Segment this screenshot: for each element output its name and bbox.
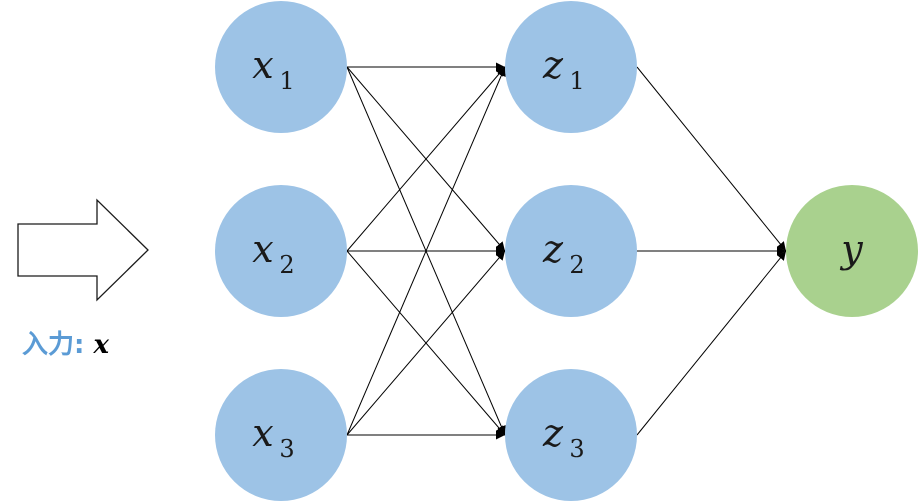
- node-circle-x1: [215, 1, 347, 133]
- node-subscript-z2: 2: [569, 251, 584, 279]
- node-subscript-x3: 3: [279, 435, 294, 463]
- edge-x2-z1: [346, 66, 506, 252]
- node-label-y: y: [839, 227, 863, 271]
- input-arrow-icon: [17, 198, 149, 302]
- node-circle-z3: [505, 369, 637, 501]
- node-label-x1: x: [252, 43, 273, 87]
- node-circle-x3: [215, 369, 347, 501]
- node-label-x3: x: [252, 411, 273, 455]
- node-subscript-z3: 3: [569, 435, 584, 463]
- input-caption: 入力: x: [22, 324, 109, 361]
- node-circle-y: [786, 185, 918, 317]
- edge-z1-y: [636, 66, 787, 252]
- node-label-z2: z: [542, 227, 564, 271]
- edge-x3-z2: [346, 250, 506, 436]
- edge-x3-z1: [346, 66, 506, 436]
- edge-z3-y: [636, 250, 787, 436]
- input-caption-text: 入力:: [22, 330, 85, 360]
- node-subscript-z1: 1: [569, 67, 584, 95]
- node-circle-z2: [505, 185, 637, 317]
- node-label-z1: z: [542, 43, 564, 87]
- node-y: y: [786, 185, 918, 317]
- node-circle-x2: [215, 185, 347, 317]
- node-subscript-x1: 1: [279, 67, 294, 95]
- node-label-x2: x: [252, 227, 273, 271]
- node-label-z3: z: [542, 411, 564, 455]
- edges-layer: [346, 62, 787, 440]
- node-circle-z1: [505, 1, 637, 133]
- node-subscript-x2: 2: [279, 251, 294, 279]
- input-caption-variable: x: [93, 330, 109, 360]
